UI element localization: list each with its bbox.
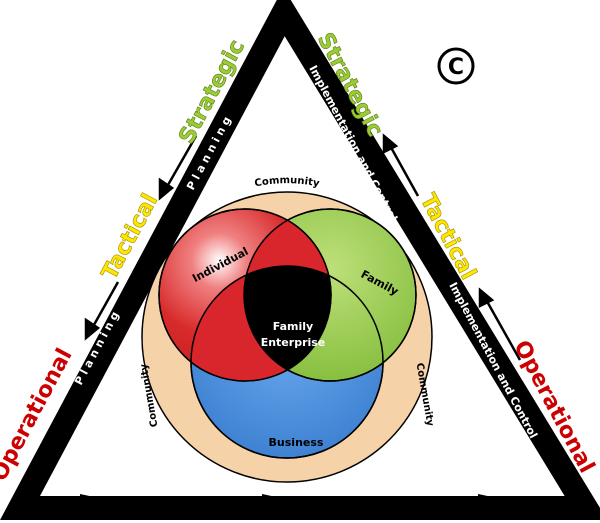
- business-label: Business: [269, 436, 324, 449]
- base-arrow-1: [80, 494, 118, 510]
- community-label-top: Community: [254, 175, 321, 189]
- center-label-line2: Enterprise: [261, 336, 326, 349]
- svg-text:Community: Community: [254, 175, 321, 189]
- left-arrows: [84, 135, 198, 341]
- venn-diagram: Community Community Community Individual…: [138, 175, 436, 483]
- copyright-mark: C: [437, 47, 475, 85]
- right-arrows: [382, 133, 522, 361]
- base-arrows: [80, 494, 516, 510]
- family-enterprise-center: [244, 266, 331, 381]
- copyright-letter: C: [448, 55, 464, 80]
- base-arrow-3: [478, 494, 516, 510]
- center-label-line1: Family: [273, 320, 313, 333]
- base-arrow-2: [262, 494, 300, 510]
